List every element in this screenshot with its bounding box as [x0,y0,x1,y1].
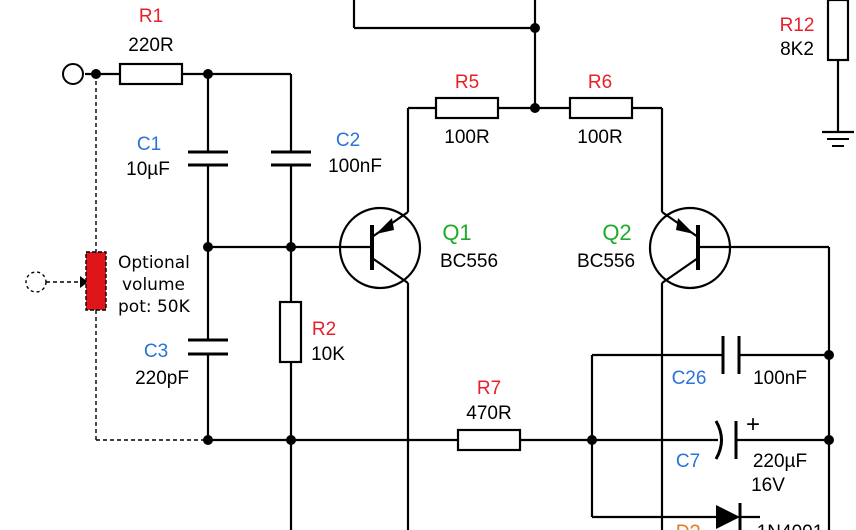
c26-ref: C26 [672,368,707,389]
q2-ref: Q2 [602,220,631,245]
wires [85,0,840,530]
potentiometer-icon [85,251,107,311]
r1-value: 220R [128,35,173,56]
c7-ref: C7 [676,451,700,472]
r5-value: 100R [444,127,489,148]
c3-ref: C3 [144,341,168,362]
c7-value: 220µF [753,451,807,472]
diode-icon [716,503,742,530]
c26-value: 100nF [753,368,807,389]
r7-value: 470R [466,403,511,424]
r12-ref: R12 [780,15,815,36]
capacitor-c26 [721,336,741,374]
r6-value: 100R [577,127,622,148]
capacitor-c2 [271,150,311,167]
r1-ref: R1 [139,6,163,27]
pot-note-line2: volume [122,275,185,295]
junction-dots [91,23,834,445]
pot-wiring [46,74,208,441]
r2-ref: R2 [312,319,336,340]
transistor-q2-icon [648,206,732,290]
input-terminal-icon[interactable] [62,63,84,85]
pot-note-line1: Optional [118,253,190,273]
c7-polarity: + [746,411,760,438]
resistor-r2 [278,300,303,364]
r7-ref: R7 [477,378,501,399]
c7-rating: 16V [751,475,785,496]
resistor-r7 [456,428,522,452]
resistor-r1 [118,62,184,86]
capacitor-c1 [188,150,228,167]
pot-note-line3: pot: 50K [118,297,191,317]
resistor-r6 [568,96,634,120]
capacitor-c3 [188,338,228,356]
q1-value: BC556 [440,251,498,272]
c1-value: 10µF [126,159,170,180]
pot-wiper-terminal-icon [25,271,47,293]
c2-ref: C2 [336,130,360,151]
resistor-r5 [434,96,500,120]
arrow-icon [80,276,88,288]
r6-ref: R6 [588,72,612,93]
capacitor-c7 [714,420,738,460]
c1-ref: C1 [137,134,161,155]
q1-ref: Q1 [442,220,471,245]
c3-value: 220pF [135,368,189,389]
c2-value: 100nF [328,156,382,177]
diode-ref: D? [676,522,700,530]
transistor-pnp-icon [338,206,422,290]
ground-icon [822,130,854,147]
r12-value: 8K2 [780,39,814,60]
resistor-r12 [826,0,850,62]
r2-value: 10K [311,344,345,365]
q2-value: BC556 [577,251,635,272]
r5-ref: R5 [455,72,479,93]
diode-value: 1N4001 [757,522,824,530]
